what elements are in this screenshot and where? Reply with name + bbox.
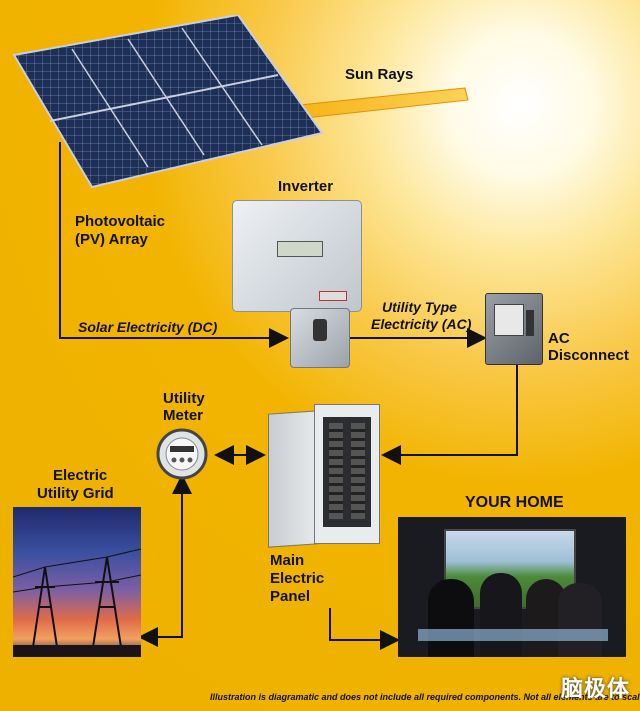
utility-meter-icon [156, 428, 208, 480]
pv-array-label-line2: (PV) Array [75, 231, 148, 248]
meter-grid-wire [138, 474, 192, 647]
electric-panel-icon [268, 404, 380, 548]
ac-disconnect-label-line2: Disconnect [548, 347, 629, 364]
home-tv-icon [398, 517, 626, 657]
grid-label-line1: Electric [53, 467, 108, 484]
panel-home-wire [329, 608, 400, 650]
dc-wire [59, 142, 289, 348]
panel-label-line3: Panel [270, 588, 311, 605]
pv-array-label-line1: Photovoltaic [75, 213, 166, 230]
utility-meter-label-line1: Utility [163, 390, 205, 407]
footer-disclaimer: Illustration is diagramatic and does not… [210, 692, 640, 702]
your-home-label: YOUR HOME [465, 494, 564, 511]
inverter-switch-box [290, 308, 350, 368]
inverter-display [277, 241, 323, 257]
inverter-icon [232, 200, 362, 312]
watermark: 脑极体 [560, 676, 630, 701]
utility-meter-label-line2: Meter [163, 407, 204, 424]
solar-electricity-label: Solar Electricity (DC) [78, 319, 218, 335]
panel-label-line1: Main [270, 552, 305, 569]
solar-panel-icon [12, 15, 324, 189]
grid-label-line2: Utility Grid [37, 485, 114, 502]
utility-type-label-line1: Utility Type [382, 299, 457, 315]
ac-disconnect-icon [485, 293, 543, 365]
panel-label-line2: Electric [270, 570, 325, 587]
inverter-label: Inverter [278, 178, 334, 195]
ac-disconnect-label-line1: AC [548, 330, 570, 347]
utility-type-label-line2: Electricity (AC) [371, 316, 472, 332]
sun-rays-label: Sun Rays [345, 66, 414, 83]
disconnect-to-panel-wire [381, 362, 518, 465]
power-tower-icon [13, 507, 141, 657]
